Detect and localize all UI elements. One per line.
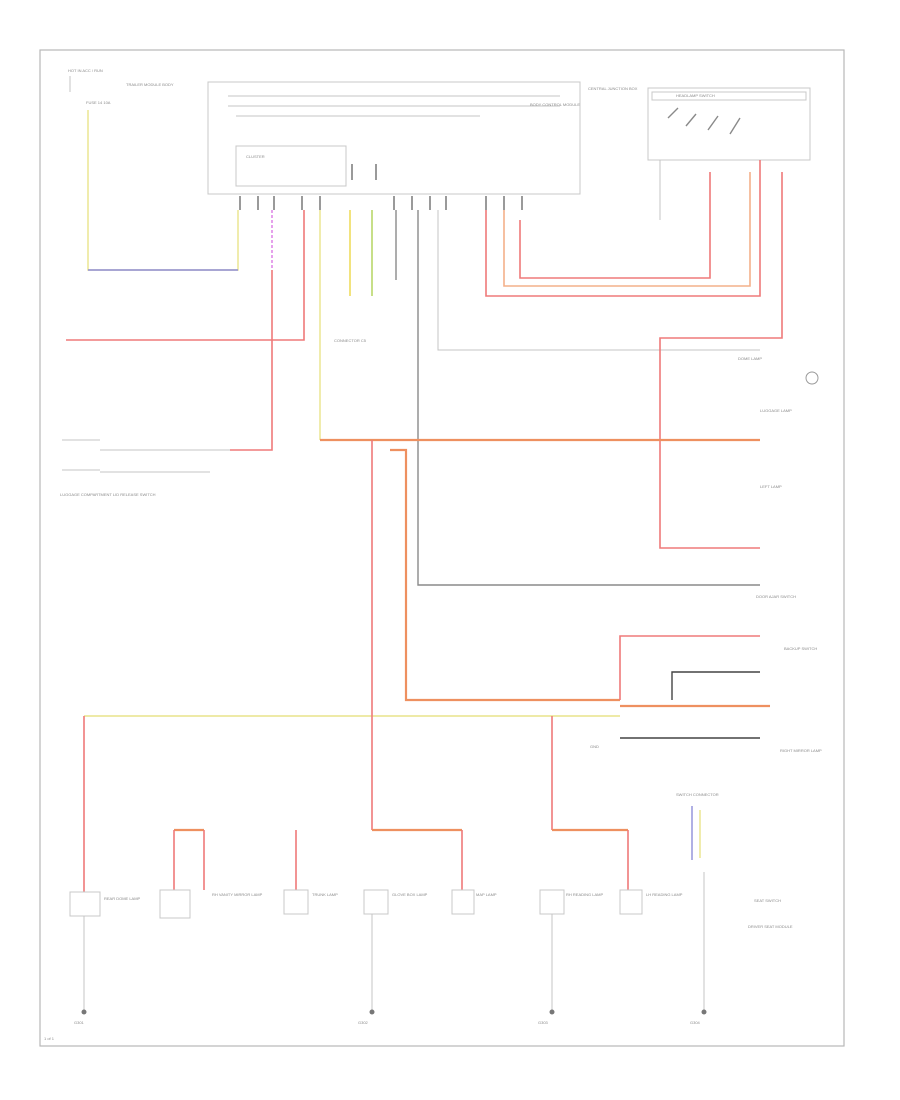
svg-text:LEFT LAMP: LEFT LAMP xyxy=(760,484,782,489)
svg-text:RH VANITY MIRROR LAMP: RH VANITY MIRROR LAMP xyxy=(212,892,263,897)
page-number: 1 of 1 xyxy=(44,1036,55,1041)
svg-text:LUGGAGE COMPARTMENT LID RELEAS: LUGGAGE COMPARTMENT LID RELEASE SWITCH xyxy=(60,492,156,497)
svg-text:LH READING LAMP: LH READING LAMP xyxy=(646,892,683,897)
svg-text:TRAILER MODULE BODY: TRAILER MODULE BODY xyxy=(126,82,174,87)
svg-text:RIGHT MIRROR LAMP: RIGHT MIRROR LAMP xyxy=(780,748,822,753)
bottom-lamps: REAR DOME LAMP G301 RH VANITY MIRROR LAM… xyxy=(69,792,793,1025)
module-pins xyxy=(239,164,523,210)
svg-text:CLUSTER: CLUSTER xyxy=(246,154,265,159)
body-control-module: CLUSTER BODY CONTROL MODULE CENTRAL JUNC… xyxy=(207,81,638,195)
right-side-components: DOME LAMP LUGGAGE LAMP LEFT LAMP DOOR AJ… xyxy=(590,356,822,753)
svg-text:DRIVER SEAT MODULE: DRIVER SEAT MODULE xyxy=(748,924,793,929)
svg-text:HEADLAMP SWITCH: HEADLAMP SWITCH xyxy=(676,93,715,98)
top-left-reference: HOT IN ACC / RUN TRAILER MODULE BODY FUS… xyxy=(68,68,174,105)
luggage-release-switch: LUGGAGE COMPARTMENT LID RELEASE SWITCH xyxy=(60,439,230,497)
headlamp-switch: HEADLAMP SWITCH xyxy=(647,87,811,161)
lower-distribution xyxy=(83,700,620,892)
svg-text:SWITCH CONNECTOR: SWITCH CONNECTOR xyxy=(676,792,719,797)
svg-text:G302: G302 xyxy=(358,1020,369,1025)
svg-text:RH READING LAMP: RH READING LAMP xyxy=(566,892,603,897)
svg-text:HOT IN ACC / RUN: HOT IN ACC / RUN xyxy=(68,68,103,73)
svg-text:TRUNK LAMP: TRUNK LAMP xyxy=(312,892,338,897)
svg-text:GLOVE BOX LAMP: GLOVE BOX LAMP xyxy=(392,892,428,897)
svg-text:REAR DOME LAMP: REAR DOME LAMP xyxy=(104,896,141,901)
svg-text:GND: GND xyxy=(590,744,599,749)
svg-text:BODY CONTROL MODULE: BODY CONTROL MODULE xyxy=(530,102,580,107)
svg-text:CENTRAL JUNCTION BOX: CENTRAL JUNCTION BOX xyxy=(588,86,638,91)
connector-label: CONNECTOR C5 xyxy=(334,338,367,343)
svg-text:FUSE 14 10A: FUSE 14 10A xyxy=(86,100,111,105)
svg-text:G303: G303 xyxy=(538,1020,549,1025)
svg-text:LUGGAGE LAMP: LUGGAGE LAMP xyxy=(760,408,792,413)
svg-text:G304: G304 xyxy=(690,1020,701,1025)
svg-text:SEAT SWITCH: SEAT SWITCH xyxy=(754,898,781,903)
svg-text:DOOR AJAR SWITCH: DOOR AJAR SWITCH xyxy=(756,594,796,599)
diagram-frame xyxy=(39,49,845,1047)
svg-text:DOME LAMP: DOME LAMP xyxy=(738,356,762,361)
svg-text:BACKUP SWITCH: BACKUP SWITCH xyxy=(784,646,817,651)
orange-bus xyxy=(320,438,770,739)
top-wires xyxy=(66,110,783,586)
svg-text:G301: G301 xyxy=(74,1020,85,1025)
svg-text:MAP LAMP: MAP LAMP xyxy=(476,892,497,897)
